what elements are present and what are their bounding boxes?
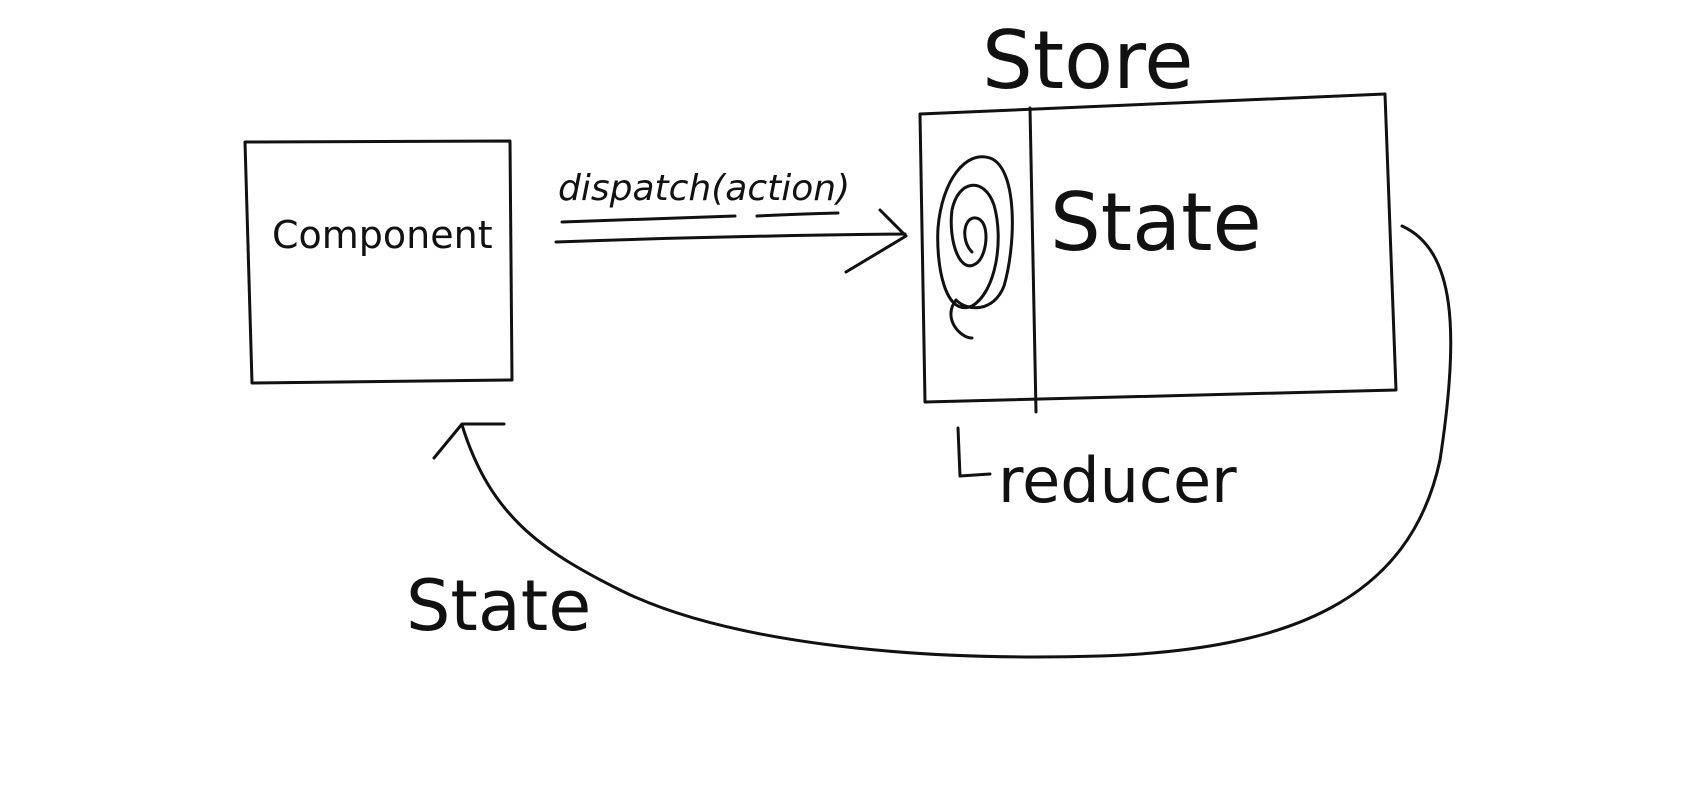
state-return-arrowhead — [432, 422, 506, 460]
dispatch-underline-2 — [755, 211, 840, 218]
dispatch-label: dispatch(action) — [558, 168, 850, 209]
dispatch-arrow-shaft — [554, 232, 907, 244]
store-label: Store — [982, 14, 1193, 107]
store-node: Store State reducer — [918, 14, 1398, 517]
component-node: Component — [243, 139, 514, 385]
state-return-curve — [460, 224, 1453, 659]
reducer-divider — [1028, 106, 1038, 414]
store-box — [918, 92, 1398, 404]
reducer-pointer — [956, 426, 992, 478]
dispatch-underline — [560, 214, 737, 224]
reducer-spiral-icon — [936, 155, 1014, 340]
return-state-label: State — [406, 565, 591, 647]
store-state-label: State — [1050, 176, 1262, 269]
component-box — [243, 139, 514, 385]
dispatch-arrowhead — [844, 208, 908, 274]
dispatch-edge: dispatch(action) — [554, 168, 908, 274]
reducer-label: reducer — [998, 444, 1237, 517]
state-return-edge: State — [406, 224, 1453, 659]
component-label: Component — [272, 213, 493, 257]
